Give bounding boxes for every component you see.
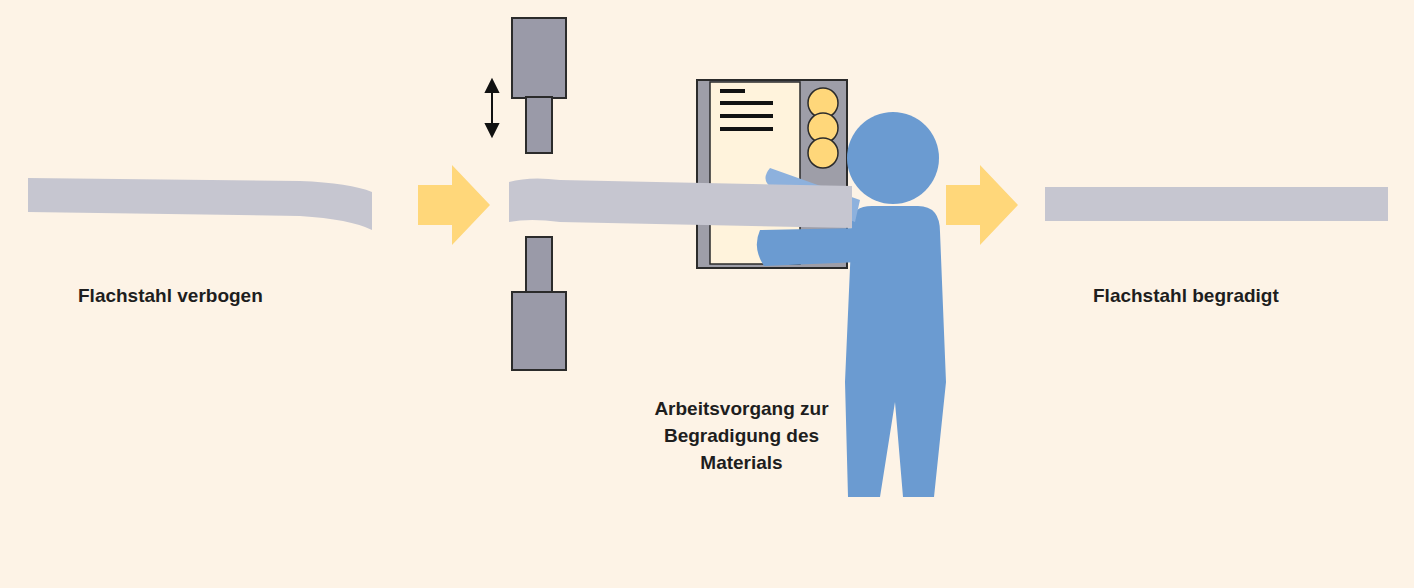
caption-label: Flachstahl begradigt [1093, 282, 1279, 309]
bent-flat-steel [28, 178, 372, 230]
caption-label: Flachstahl verbogen [78, 282, 263, 309]
flow-arrow [946, 165, 1018, 245]
flat-steel-in-press [509, 178, 852, 228]
motion-arrow [486, 80, 498, 136]
flow-arrow [418, 165, 490, 245]
straight-flat-steel [1045, 187, 1388, 221]
caption-label: Arbeitsvorgang zur Begradigung des Mater… [654, 395, 829, 476]
